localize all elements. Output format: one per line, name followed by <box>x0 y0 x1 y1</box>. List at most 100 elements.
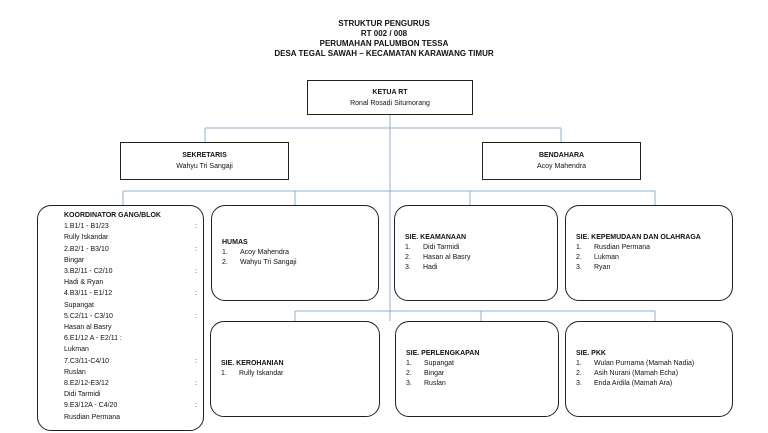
item-number: 3. <box>576 264 582 271</box>
humas-box: HUMAS 1. Acoy Mahendra 2.Wahyu Tri Sangaji <box>211 205 379 301</box>
item-number: 2. <box>576 254 582 261</box>
kepemudaan-box: SIE. KEPEMUDAAN DAN OLAHRAGA 1.Rusdian P… <box>565 205 733 301</box>
item-name: Supangat <box>424 360 454 367</box>
koordinator-row: 2.B2/1 - B3/10: <box>64 244 197 255</box>
koordinator-row-text: 4.B3/11 - E1/12 <box>64 290 113 298</box>
item-name: Didi Tarmidi <box>423 244 460 251</box>
humas-title: HUMAS <box>222 239 248 246</box>
koordinator-row-text: Didi Tarmidi <box>64 391 101 399</box>
koordinator-row-text: Bingar <box>64 256 85 264</box>
humas-list: 1. Acoy Mahendra 2.Wahyu Tri Sangaji <box>222 248 368 268</box>
koordinator-row-text: 6.E1/12 A - E2/11 : <box>64 335 122 343</box>
item-number: 3. <box>405 264 411 271</box>
list-item: 2.Hasan al Basry <box>405 253 547 263</box>
koordinator-row-colon: : <box>195 223 197 231</box>
item-name: Acoy Mahendra <box>240 249 290 256</box>
header-line-4: DESA TEGAL SAWAH – KECAMATAN KARAWANG TI… <box>274 49 494 58</box>
item-number: 3. <box>576 380 582 387</box>
koordinator-row-text: 8.E2/12-E3/12 <box>64 380 109 388</box>
koordinator-row-text: 5.C2/11 - C3/10 <box>64 312 113 320</box>
pkk-list: 1. Wulan Purnama (Mamah Nadia) 2.Asih Nura… <box>576 359 722 389</box>
item-name: Ruslan <box>424 380 446 387</box>
pkk-title: SIE. PKK <box>576 350 606 357</box>
item-number: 1. <box>222 249 228 256</box>
koordinator-row: Hasan al Basry <box>64 322 197 333</box>
pkk-box: SIE. PKK 1. Wulan Purnama (Mamah Nadia) 2.… <box>565 321 733 417</box>
item-name: Wulan Purnama (Mamah Nadia) <box>594 360 695 367</box>
item-number: 2. <box>576 370 582 377</box>
item-name: Wahyu Tri Sangaji <box>240 259 297 266</box>
koordinator-row-text: 1.B1/1 - B1/23 <box>64 223 109 231</box>
list-item: 1.Rusdian Permana <box>576 243 722 253</box>
item-number: 2. <box>405 254 411 261</box>
header-line-1: STRUKTUR PENGURUS <box>338 19 430 28</box>
koordinator-row: 7.C3/11-C4/10: <box>64 356 197 367</box>
koordinator-row: Ruslan <box>64 367 197 378</box>
kerohanian-box: SIE. KEROHANIAN 1. Rully Iskandar <box>210 321 380 417</box>
list-item: 1. Acoy Mahendra <box>222 248 368 258</box>
koordinator-row-colon: : <box>195 357 197 365</box>
koordinator-row-text: Hasan al Basry <box>64 324 112 332</box>
item-number: 1. <box>221 370 227 377</box>
koordinator-row-text: Hadi & Ryan <box>64 279 104 287</box>
ketua-rt-title: KETUA RT <box>372 88 408 96</box>
list-item: 1. Rully Iskandar <box>221 369 369 379</box>
list-item: 2.Wahyu Tri Sangaji <box>222 258 368 268</box>
list-item: 3. Enda Ardila (Mamah Ara) <box>576 379 722 389</box>
list-item: 3.Ruslan <box>406 379 548 389</box>
header-line-3: PERUMAHAN PALUMBON TESSA <box>319 39 449 48</box>
koordinator-row-colon: : <box>195 380 197 388</box>
sekretaris-box: SEKRETARIS Wahyu Tri Sangaji <box>120 142 289 180</box>
koordinator-list: 1.B1/1 - B1/23: Rully Iskandar 2.B2/1 - B3… <box>64 221 197 423</box>
item-name: Enda Ardila (Mamah Ara) <box>594 380 673 387</box>
ketua-rt-box: KETUA RT Ronal Rosadi Situmorang <box>307 80 473 115</box>
koordinator-row-text: 7.C3/11-C4/10 <box>64 357 110 365</box>
sekretaris-name: Wahyu Tri Sangaji <box>176 163 233 170</box>
sekretaris-title: SEKRETARIS <box>182 152 227 159</box>
list-item: 2.Asih Nurani (Mamah Echa) <box>576 369 722 379</box>
header-line-2: RT 002 / 008 <box>360 29 408 38</box>
koordinator-row-text: 9.E3/12A - C4/20 <box>64 402 118 410</box>
koordinator-row: Rully Iskandar <box>64 232 197 243</box>
bendahara-name: Acoy Mahendra <box>536 163 587 170</box>
keamanan-box: SIE. KEAMANAAN 1. Didi Tarmidi 2.Hasan al … <box>394 205 558 301</box>
koordinator-row-text: 3.B2/11 - C2/10 <box>64 268 113 276</box>
list-item: 1. Supangat <box>406 359 548 369</box>
koordinator-row: 6.E1/12 A - E2/11 : <box>64 333 197 344</box>
koordinator-row-text: Rusdian Permana <box>64 413 121 421</box>
koordinator-row: Hadi & Ryan <box>64 277 197 288</box>
item-number: 1. <box>406 360 412 367</box>
koordinator-row-text: 2.B2/1 - B3/10 <box>64 245 109 253</box>
koordinator-row-colon: : <box>195 245 197 253</box>
list-item: 2. Bingar <box>406 369 548 379</box>
item-number: 1. <box>405 244 411 251</box>
item-name: Bingar <box>424 370 445 377</box>
item-name: Hadi <box>423 264 438 271</box>
item-number: 2. <box>406 370 412 377</box>
koordinator-row-text: Rully Iskandar <box>64 234 109 242</box>
koordinator-row-colon: : <box>195 268 197 276</box>
perlengkapan-list: 1. Supangat 2. Bingar 3.Ruslan <box>406 359 548 389</box>
koordinator-row: Bingar <box>64 255 197 266</box>
list-item: 2. Lukman <box>576 253 722 263</box>
list-item: 1. Wulan Purnama (Mamah Nadia) <box>576 359 722 369</box>
keamanan-title: SIE. KEAMANAAN <box>405 234 467 241</box>
item-name: Rully Iskandar <box>239 370 284 377</box>
koordinator-row-text: Supangat <box>64 301 94 309</box>
item-number: 1. <box>576 360 582 367</box>
item-name: Lukman <box>594 254 619 261</box>
koordinator-row: Rusdian Permana <box>64 412 197 423</box>
kerohanian-title: SIE. KEROHANIAN <box>221 360 284 367</box>
koordinator-title: KOORDINATOR GANG/BLOK <box>64 212 161 219</box>
koordinator-row: 5.C2/11 - C3/10: <box>64 311 197 322</box>
koordinator-row: 9.E3/12A - C4/20: <box>64 400 197 411</box>
item-number: 1. <box>576 244 582 251</box>
bendahara-box: BENDAHARA Acoy Mahendra <box>482 142 641 180</box>
koordinator-row: 3.B2/11 - C2/10: <box>64 266 197 277</box>
koordinator-row-colon: : <box>195 312 197 320</box>
list-item: 3.Ryan <box>576 263 722 273</box>
